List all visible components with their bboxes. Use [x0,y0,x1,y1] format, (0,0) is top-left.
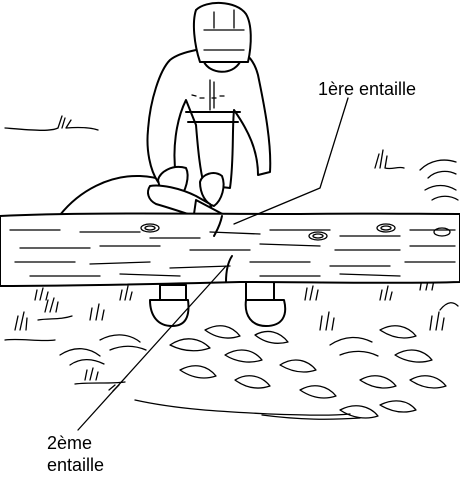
leader-line-second-cut [78,266,226,430]
second-cut-label: 2ème entaille [47,432,104,476]
first-cut-label: 1ère entaille [318,78,416,100]
log [0,214,460,287]
second-cut-label-line2: entaille [47,454,104,476]
second-cut-label-line1: 2ème [47,432,104,454]
